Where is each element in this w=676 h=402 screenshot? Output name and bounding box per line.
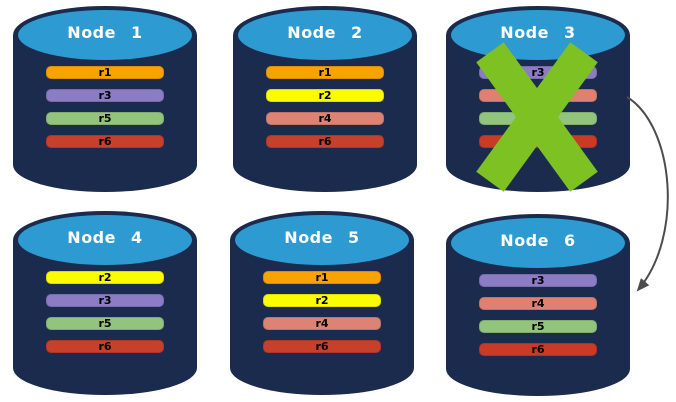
replica-bar: r4 [479, 89, 597, 102]
replica-label: r6 [531, 135, 545, 148]
node-3: Node 3 r3 r4 r5 r6 [446, 6, 630, 192]
replica-label: r6 [98, 340, 112, 353]
replica-list: r2 r3 r5 r6 [46, 271, 164, 363]
cylinder-top-face [18, 215, 192, 265]
replica-bar: r5 [46, 112, 164, 125]
replica-label: r5 [98, 317, 112, 330]
replica-bar: r6 [479, 135, 597, 148]
replica-bar: r6 [266, 135, 384, 148]
replica-label: r5 [531, 320, 545, 333]
replica-bar: r3 [46, 294, 164, 307]
replica-bar: r2 [46, 271, 164, 284]
node-title: Node 6 [500, 231, 576, 250]
replica-label: r1 [98, 66, 112, 79]
node-title: Node 5 [284, 228, 360, 247]
replica-bar: r4 [263, 317, 381, 330]
replica-label: r6 [315, 340, 329, 353]
node-4: Node 4 r2 r3 r5 r6 [13, 211, 197, 395]
replica-list: r3 r4 r5 r6 [479, 274, 597, 366]
node-title: Node 4 [67, 228, 143, 247]
replica-label: r3 [531, 274, 545, 287]
replica-label: r3 [98, 89, 112, 102]
replica-bar: r3 [46, 89, 164, 102]
replica-list: r3 r4 r5 r6 [479, 66, 597, 158]
replica-bar: r5 [479, 320, 597, 333]
cylinder-top-face [18, 10, 192, 60]
replica-bar: r1 [263, 271, 381, 284]
replica-label: r4 [531, 297, 545, 310]
replica-label: r4 [318, 112, 332, 125]
replica-bar: r6 [479, 343, 597, 356]
replica-label: r2 [318, 89, 332, 102]
node-2: Node 2 r1 r2 r4 r6 [233, 6, 417, 192]
replica-label: r6 [531, 343, 545, 356]
replica-bar: r4 [479, 297, 597, 310]
replica-label: r2 [315, 294, 329, 307]
cylinder-top-face [238, 10, 412, 60]
replica-label: r2 [98, 271, 112, 284]
replica-label: r1 [315, 271, 329, 284]
cylinder-body [446, 243, 630, 396]
replica-label: r6 [318, 135, 332, 148]
node-title: Node 2 [287, 23, 363, 42]
cylinder-top-face [235, 215, 409, 265]
replica-list: r1 r2 r4 r6 [263, 271, 381, 363]
replica-bar: r4 [266, 112, 384, 125]
replica-label: r4 [531, 89, 545, 102]
node-title: Node 3 [500, 23, 576, 42]
replica-label: r5 [98, 112, 112, 125]
node-title: Node 1 [67, 23, 143, 42]
replica-label: r4 [315, 317, 329, 330]
replica-list: r1 r2 r4 r6 [266, 66, 384, 158]
replica-label: r1 [318, 66, 332, 79]
replica-label: r5 [531, 112, 545, 125]
replica-list: r1 r3 r5 r6 [46, 66, 164, 158]
replica-bar: r6 [263, 340, 381, 353]
replica-label: r3 [531, 66, 545, 79]
replica-label: r6 [98, 135, 112, 148]
replica-bar: r2 [266, 89, 384, 102]
node-6: Node 6 r3 r4 r5 r6 [446, 214, 630, 396]
replica-bar: r6 [46, 135, 164, 148]
replica-bar: r3 [479, 274, 597, 287]
replica-bar: r2 [263, 294, 381, 307]
cylinder-top-face [451, 218, 625, 268]
replica-bar: r6 [46, 340, 164, 353]
node-1: Node 1 r1 r3 r5 r6 [13, 6, 197, 192]
replica-bar: r5 [479, 112, 597, 125]
replica-label: r3 [98, 294, 112, 307]
replica-bar: r3 [479, 66, 597, 79]
node-5: Node 5 r1 r2 r4 r6 [230, 211, 414, 395]
replica-bar: r5 [46, 317, 164, 330]
replica-bar: r1 [46, 66, 164, 79]
replica-bar: r1 [266, 66, 384, 79]
